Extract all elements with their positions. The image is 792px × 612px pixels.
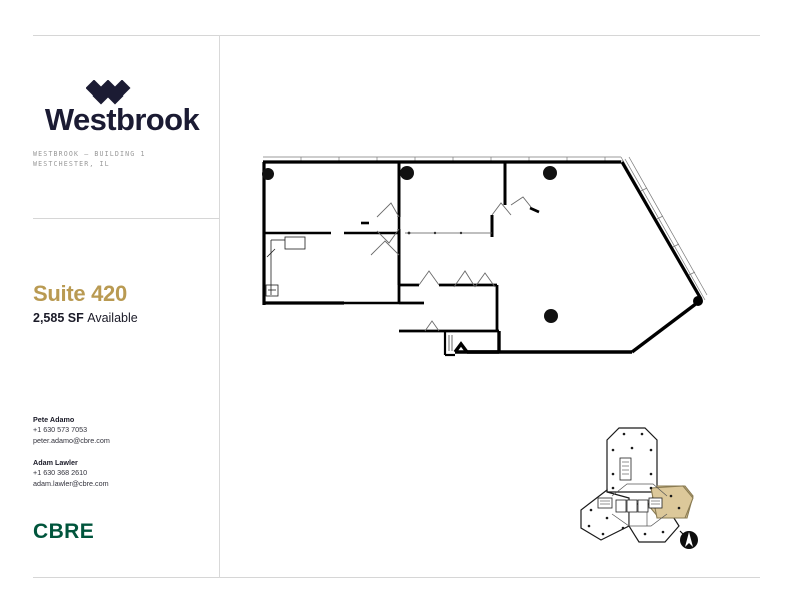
keyplan-wing-west — [580, 488, 630, 541]
suite-floor-plan — [249, 145, 719, 405]
westbrook-diamonds-icon — [85, 79, 138, 106]
sidebar-divider — [219, 35, 220, 578]
contact-phone[interactable]: +1 630 573 7053 — [33, 425, 88, 434]
suite-available-label: Available — [87, 311, 138, 325]
contact-email[interactable]: peter.adamo@cbre.com — [33, 435, 110, 445]
suite-title: Suite 420 — [33, 281, 127, 306]
contact-card: Pete Adamo +1 630 573 7053 peter.adamo@c… — [33, 414, 203, 446]
floor-plan-panel — [219, 35, 792, 578]
brand-name: Westbrook — [44, 102, 200, 137]
cbre-logo: CBRE — [33, 520, 95, 543]
suite-availability: 2,585 SF Available — [33, 312, 138, 325]
contact-email[interactable]: adam.lawler@cbre.com — [33, 478, 109, 488]
sidebar: Westbrook WESTBROOK — BUILDING 1 WESTCHE… — [0, 0, 219, 612]
footer-divider — [33, 577, 760, 578]
keyplan-wing-north — [606, 427, 658, 493]
suite-area: 2,585 SF — [33, 311, 84, 325]
brand-subtitle: WESTBROOK — BUILDING 1 WESTCHESTER, IL — [33, 150, 146, 168]
contact-name: Adam Lawler — [33, 458, 78, 467]
north-arrow-icon — [679, 530, 698, 549]
contact-name: Pete Adamo — [33, 415, 75, 424]
plan-columns — [262, 166, 558, 323]
header-divider — [33, 35, 760, 36]
sidebar-section-divider — [33, 218, 219, 219]
building-key-plan — [567, 418, 717, 563]
contact-phone[interactable]: +1 630 368 2610 — [33, 468, 88, 477]
contact-list: Pete Adamo +1 630 573 7053 peter.adamo@c… — [33, 414, 203, 500]
keyplan-highlight-suite-420-b — [650, 485, 694, 519]
contact-card: Adam Lawler +1 630 368 2610 adam.lawler@… — [33, 457, 203, 489]
